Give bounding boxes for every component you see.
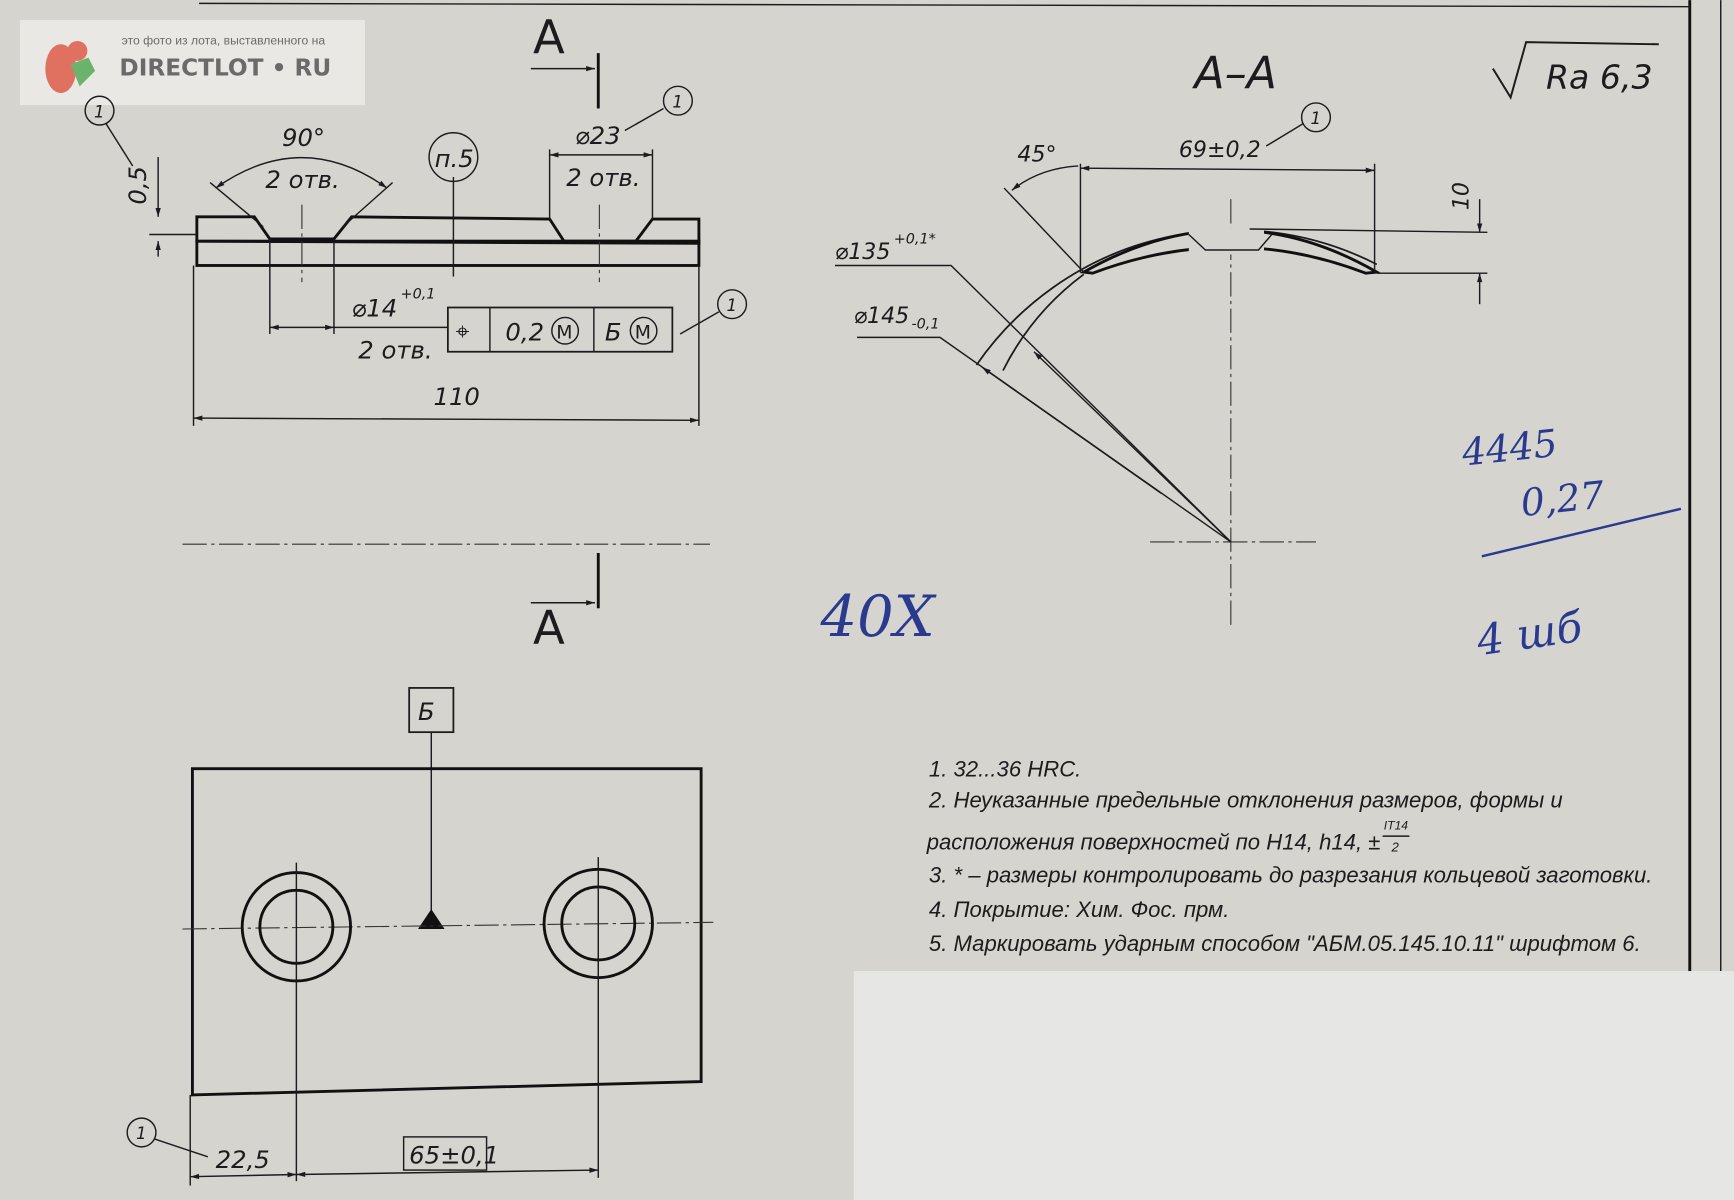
outer-dia-tolerance: -0,1 xyxy=(911,317,939,333)
inner-dia-label: ⌀135 xyxy=(835,239,891,265)
plan-view: A Б 22,5 65±0,1 1 xyxy=(126,553,714,1186)
balloon-1: 1 xyxy=(727,296,738,315)
inner-dia-tolerance: +0,1* xyxy=(894,231,936,247)
balloon-1: 1 xyxy=(94,102,105,121)
length-110-label: 110 xyxy=(433,382,479,411)
angle-90-label: 90° xyxy=(282,123,325,152)
section-a-a: А–А Ra 6,3 69±0,2 1 45° 10 ⌀135 +0,1* ⌀1… xyxy=(834,41,1659,625)
top-view: 90° 2 отв. п.5 ⌀23 2 отв. 1 1 0,5 ⌀14 +0… xyxy=(84,10,748,426)
datum-triangle-icon xyxy=(418,909,445,929)
roughness-label: Ra 6,3 xyxy=(1546,58,1653,97)
fraction-numerator: IT14 xyxy=(1384,818,1409,832)
pitch-65-label: 65±0,1 xyxy=(409,1140,499,1169)
section-title: А–А xyxy=(1191,49,1277,100)
dia-23-label: ⌀23 xyxy=(575,121,621,150)
outer-dia-label: ⌀145 xyxy=(854,303,910,329)
handwritten-line1: 4445 xyxy=(1459,421,1560,475)
datum-modifier: M xyxy=(635,322,651,343)
handwritten-line2: 0,27 xyxy=(1519,473,1607,526)
angle-45-label: 45° xyxy=(1017,142,1056,168)
note-1: 1. 32...36 HRC. xyxy=(929,756,1081,781)
note-4: 4. Покрытие: Хим. Фос. прм. xyxy=(929,897,1229,922)
technical-requirements: 1. 32...36 HRC. 2. Неуказанные предельны… xyxy=(926,756,1653,956)
watermark: это фото из лота, выставленного на DIREC… xyxy=(19,19,365,106)
width-69-label: 69±0,2 xyxy=(1179,137,1261,163)
holes-note: 2 отв. xyxy=(265,165,339,194)
handwritten-material: 40Х xyxy=(820,583,937,650)
max-material-modifier: M xyxy=(556,322,572,343)
note-5: 5. Маркировать ударным способом "АБМ.05.… xyxy=(929,931,1641,956)
datum-b-label: Б xyxy=(418,697,435,726)
dia-14-tolerance: +0,1 xyxy=(401,287,436,303)
tolerance-value: 0,2 xyxy=(505,318,544,347)
note-3: 3. * – размеры контролировать до разреза… xyxy=(929,863,1652,888)
section-mark-bottom: A xyxy=(533,601,565,655)
squirrel-logo-icon xyxy=(45,40,96,93)
note-2: 2. Неуказанные предельные отклонения раз… xyxy=(928,787,1563,812)
holes-note: 2 отв. xyxy=(566,163,640,192)
balloon-1: 1 xyxy=(672,92,683,111)
overlay-paper xyxy=(853,971,1734,1200)
frame-border-top xyxy=(199,2,1690,8)
balloon-1: 1 xyxy=(1310,109,1321,128)
datum-ref: Б xyxy=(605,318,622,347)
watermark-caption: это фото из лота, выставленного на xyxy=(122,33,326,47)
thickness-label: 0,5 xyxy=(123,166,152,205)
roughness-symbol-icon xyxy=(1492,41,1659,100)
dia-14-label: ⌀14 xyxy=(352,293,398,322)
offset-22-5-label: 22,5 xyxy=(216,1145,270,1174)
note-2-cont: расположения поверхностей по H14, h14, ± xyxy=(926,829,1381,854)
fraction-denominator: 2 xyxy=(1391,840,1400,855)
position-symbol-icon: ⌖ xyxy=(456,317,470,346)
height-10-label: 10 xyxy=(1449,182,1475,210)
section-mark-top: A xyxy=(533,10,565,64)
note-ref-circle xyxy=(428,132,479,183)
note-ref-label: п.5 xyxy=(435,144,474,173)
watermark-brand: DIRECTLOT • RU xyxy=(119,54,331,81)
holes-note: 2 отв. xyxy=(358,335,432,364)
position-tolerance-frame: ⌖ 0,2 M Б M xyxy=(446,306,674,353)
balloon-1: 1 xyxy=(136,1124,147,1143)
